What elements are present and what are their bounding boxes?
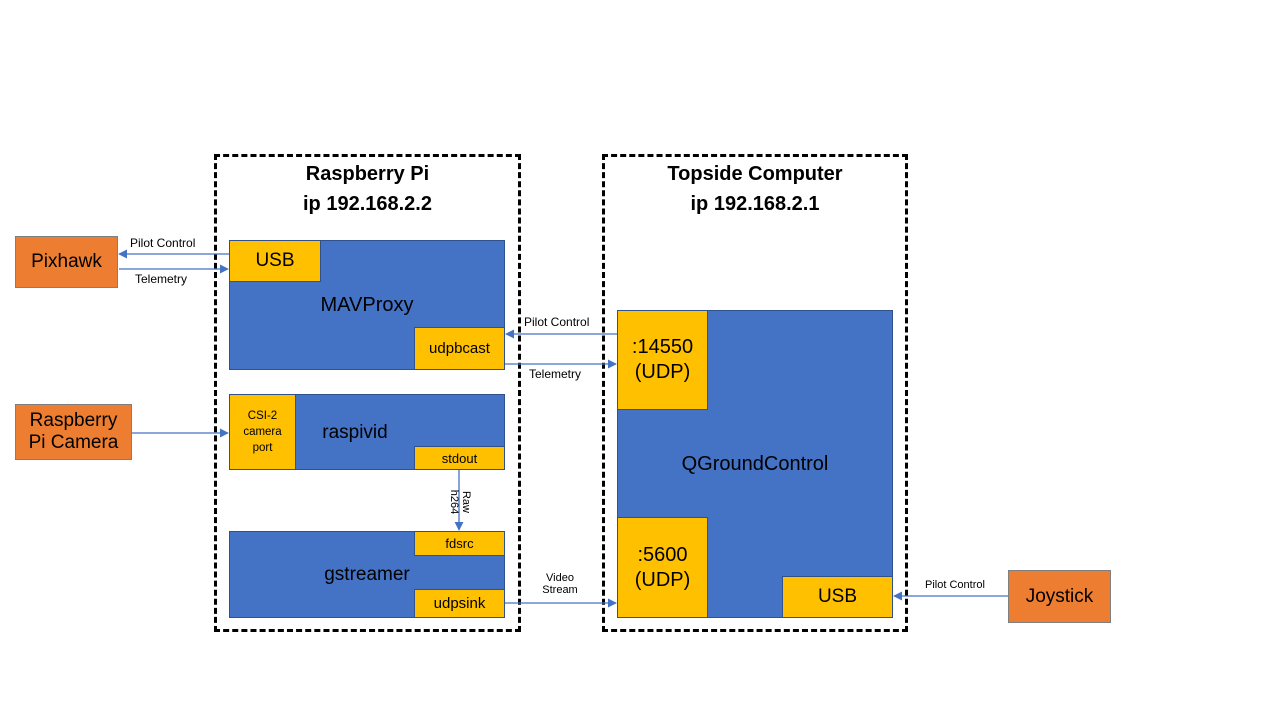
topside-computer-container — [602, 154, 908, 632]
stream-label: Stream — [542, 584, 578, 596]
gstreamer-fdsrc-port: fdsrc — [414, 531, 505, 556]
pixhawk-device: Pixhawk — [15, 236, 118, 288]
qgc-udp-5600-port: :5600 (UDP) — [617, 517, 708, 618]
port-14550-protocol: (UDP) — [634, 361, 691, 383]
csi2-line3: port — [252, 442, 273, 454]
qgc-usb-port: USB — [782, 576, 893, 618]
pixhawk-telemetry-label: Telemetry — [135, 272, 188, 286]
gstreamer-udpsink-port: udpsink — [414, 589, 505, 618]
camera-line1: Raspberry — [29, 410, 118, 431]
topside-computer-title: Topside Computer ip 192.168.2.1 — [602, 159, 908, 219]
raspberry-pi-camera-device: Raspberry Pi Camera — [15, 404, 132, 460]
csi2-camera-port: CSI-2 camera port — [229, 394, 296, 470]
raspberry-pi-name: Raspberry Pi — [305, 163, 430, 185]
raw-h264-label: Raw h264 — [440, 482, 480, 522]
udp-telemetry-label: Telemetry — [529, 367, 582, 381]
csi2-line1: CSI-2 — [247, 410, 278, 422]
video-stream-label: Video Stream — [530, 572, 590, 596]
video-label: Video — [546, 572, 574, 584]
h264-label: h264 — [448, 489, 460, 515]
camera-line2: Pi Camera — [28, 432, 119, 453]
raw-label: Raw — [460, 490, 472, 513]
raspberry-pi-title: Raspberry Pi ip 192.168.2.2 — [214, 159, 521, 219]
raspivid-label: raspivid — [322, 422, 388, 443]
qgroundcontrol-label: QGroundControl — [681, 452, 829, 475]
port-5600-number: :5600 — [637, 543, 688, 566]
udp-pilot-control-label: Pilot Control — [524, 315, 590, 329]
pixhawk-pilot-control-label: Pilot Control — [130, 236, 196, 250]
mavproxy-usb-port: USB — [229, 240, 321, 282]
joystick-pilot-control-label: Pilot Control — [925, 579, 985, 591]
gstreamer-label: gstreamer — [324, 564, 410, 585]
qgc-udp-14550-port: :14550 (UDP) — [617, 310, 708, 410]
raspberry-pi-ip: ip 192.168.2.2 — [303, 193, 432, 215]
mavproxy-label: MAVProxy — [320, 293, 414, 316]
mavproxy-udpbcast-port: udpbcast — [414, 327, 505, 370]
port-5600-protocol: (UDP) — [634, 568, 691, 591]
topside-computer-name: Topside Computer — [667, 163, 843, 185]
joystick-device: Joystick — [1008, 570, 1111, 623]
topside-computer-ip: ip 192.168.2.1 — [690, 193, 820, 215]
csi2-line2: camera — [243, 426, 282, 438]
raspberry-pi-container — [214, 154, 521, 632]
port-14550-number: :14550 — [631, 336, 694, 358]
raspivid-stdout-port: stdout — [414, 446, 505, 470]
